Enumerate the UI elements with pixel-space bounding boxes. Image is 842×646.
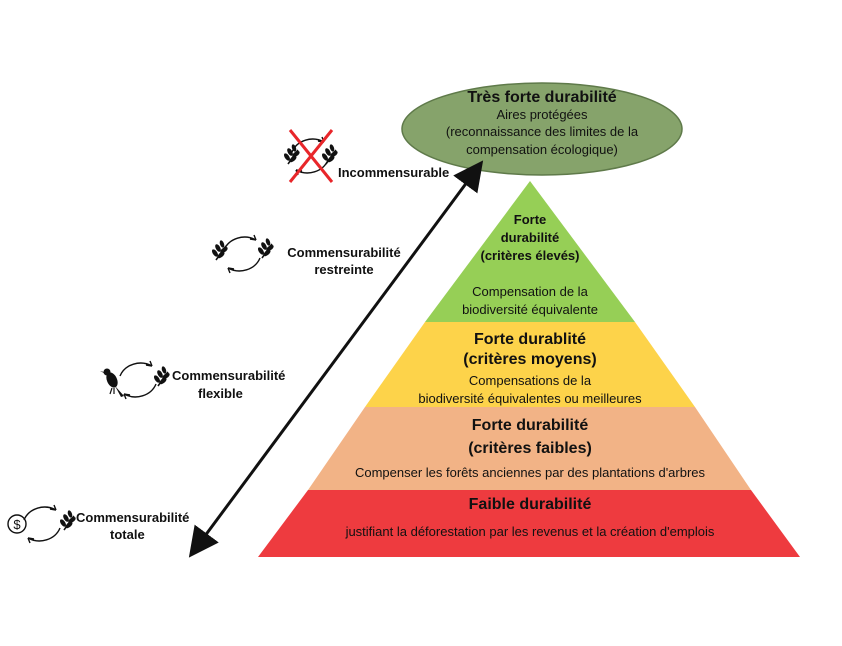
leaf-icon: [57, 508, 78, 531]
restreinte-icon-group: [209, 234, 276, 274]
incommensurable-icon-group: [281, 129, 340, 183]
tier3-desc1: Compenser les forêts anciennes par des p…: [354, 465, 706, 480]
top-line3: compensation écologique): [466, 142, 618, 157]
tier1-title3: (critères élevés): [480, 248, 580, 263]
tier1-title1: Forte: [513, 212, 547, 227]
leaf-icon: [319, 142, 340, 165]
label-restreinte-2: restreinte: [314, 262, 374, 277]
tier3-title2: (critères faibles): [468, 440, 592, 457]
totale-icon-group: $: [7, 504, 78, 544]
leaf-icon: [255, 236, 276, 259]
label-totale-1: Commensurabilité: [76, 510, 190, 525]
tier3-title1: Forte durabilité: [471, 417, 589, 434]
dollar-icon: $: [7, 514, 27, 534]
label-flexible-2: flexible: [198, 386, 243, 401]
cycle-arrows-icon: [223, 234, 261, 274]
label-restreinte-1: Commensurabilité: [287, 245, 401, 260]
cycle-arrows-icon: [119, 360, 157, 400]
top-line2: (reconnaissance des limites de la: [445, 124, 639, 139]
tier4-desc1: justifiant la déforestation par les reve…: [345, 524, 715, 539]
tier2-desc1: Compensations de la: [468, 373, 592, 388]
top-ellipse: [401, 82, 683, 176]
tier2-desc2: biodiversité équivalentes ou meilleures: [418, 391, 642, 406]
tier1-title2: durabilité: [500, 230, 560, 245]
tier1-desc1: Compensation de la: [472, 284, 588, 299]
label-totale-2: totale: [110, 527, 145, 542]
leaf-icon: [151, 364, 172, 387]
label-incommensurable: Incommensurable: [338, 165, 450, 180]
label-flexible-1: Commensurabilité: [172, 368, 286, 383]
svg-text:$: $: [13, 517, 21, 532]
tier1-desc2: biodiversité équivalente: [462, 302, 598, 317]
tier2-title2: (critères moyens): [463, 351, 597, 368]
top-title: Très forte durabilité: [467, 89, 617, 106]
commensurability-arrow: [188, 160, 484, 558]
tier2-title1: Forte durablité: [473, 331, 586, 348]
leaf-icon: [281, 142, 302, 165]
bird-icon: [100, 368, 124, 397]
flexible-icon-group: [100, 360, 172, 400]
top-line1: Aires protégées: [496, 107, 588, 122]
cycle-arrows-icon: [23, 504, 61, 544]
leaf-icon: [209, 238, 230, 261]
red-cross-icon: [288, 129, 334, 183]
tier4-title1: Faible durabilité: [468, 496, 592, 513]
